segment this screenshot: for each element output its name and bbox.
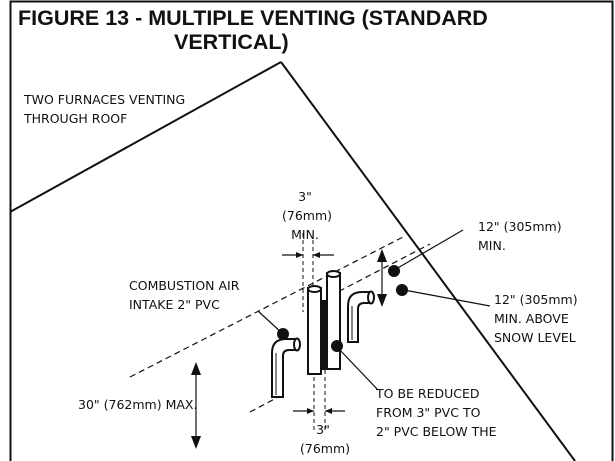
reduced-label-line: 2" PVC BELOW THE <box>376 424 497 439</box>
roof-label: TWO FURNACES VENTING THROUGH ROOF <box>24 90 185 128</box>
snow-pointer-dot <box>396 284 408 296</box>
figure-title: FIGURE 13 - MULTIPLE VENTING (STANDARD V… <box>18 6 488 54</box>
spacing-bottom-label: 3" (76mm) <box>300 420 351 458</box>
intake-elbow-right <box>347 291 371 343</box>
roof-left-line <box>9 61 282 213</box>
spacing-bottom-line: (76mm) <box>300 441 351 456</box>
snow-label-line: MIN. ABOVE <box>494 311 569 326</box>
spacing-top-line: 3" <box>298 189 312 204</box>
max-30-label: 30" (762mm) MAX. <box>78 397 198 412</box>
min-12-label-line: 12" (305mm) <box>478 219 562 234</box>
spacing-top-label: 3" (76mm) MIN. <box>282 187 333 244</box>
snow-level-label: 12" (305mm) MIN. ABOVE SNOW LEVEL <box>494 290 578 347</box>
intake-label-line: INTAKE 2" PVC <box>129 297 220 312</box>
title-line-2: VERTICAL) <box>174 30 289 54</box>
figure-border <box>9 0 614 461</box>
spacing-bottom-line: 3" <box>316 422 330 437</box>
vent-pipe-right <box>326 272 341 370</box>
snow-label-line: 12" (305mm) <box>494 292 578 307</box>
reduced-label: TO BE REDUCED FROM 3" PVC TO 2" PVC BELO… <box>376 384 497 441</box>
spacing-top-line: MIN. <box>291 227 319 242</box>
min-12-label-line: MIN. <box>478 238 506 253</box>
spacing-top-line: (76mm) <box>282 208 333 223</box>
snow-level-dashed-line <box>329 243 431 297</box>
reduced-label-line: TO BE REDUCED <box>376 386 480 401</box>
min12-pointer-dot <box>388 265 400 277</box>
reduced-label-line: FROM 3" PVC TO <box>376 405 481 420</box>
min-12-label: 12" (305mm) MIN. <box>478 217 562 255</box>
intake-label-line: COMBUSTION AIR <box>129 278 240 293</box>
roof-label-line: THROUGH ROOF <box>24 111 128 126</box>
intake-label: COMBUSTION AIR INTAKE 2" PVC <box>129 276 239 314</box>
intake-elbow-left <box>271 338 297 398</box>
intake-pointer-dot <box>277 328 289 340</box>
title-line-1: FIGURE 13 - MULTIPLE VENTING (STANDARD <box>18 6 488 30</box>
roof-label-line: TWO FURNACES VENTING <box>24 92 186 107</box>
vent-pipe-left <box>307 287 322 375</box>
reducer-pointer-dot <box>331 340 343 352</box>
roof-right-line <box>280 61 576 461</box>
snow-label-line: SNOW LEVEL <box>494 330 576 345</box>
roof-surface-dashed-line <box>129 235 406 378</box>
